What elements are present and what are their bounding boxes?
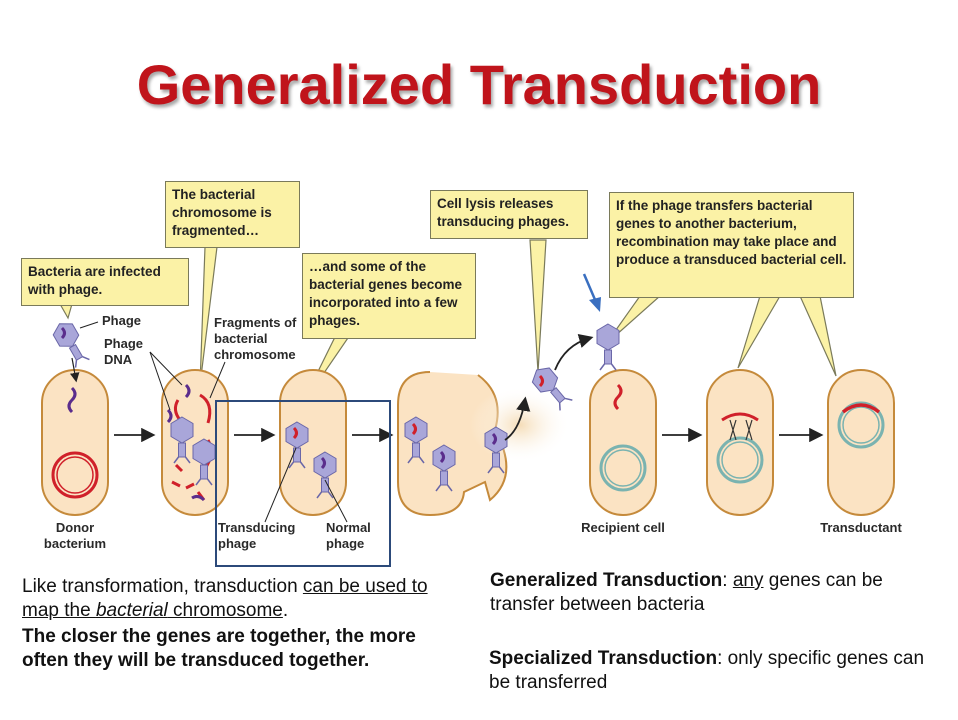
lysing-cell [397, 371, 570, 517]
generalized-rest: genes can be transfer between bacteria [490, 570, 883, 615]
specialized-rest: : only specific genes can be transferred [489, 648, 925, 693]
recipient-cell [589, 323, 657, 516]
mapping-text-end: . [282, 600, 289, 621]
recombination-cell [706, 369, 774, 516]
phage-label: Phage [102, 313, 142, 328]
specialized-title: Specialized Transduction [489, 648, 718, 669]
mapping-text-underlined-2: chromosome [167, 600, 283, 621]
phage-dna-label: Phage DNA [104, 336, 144, 367]
page-title: Generalized Transduction [136, 53, 822, 116]
transducing-phage-label: Transducing phage [218, 520, 296, 551]
fragments-label: Fragments of bacterial chromosome [214, 315, 297, 362]
infected-cell [161, 369, 229, 516]
callout-infected: Bacteria are infected with phage. [21, 258, 189, 306]
callout-incorporated: …and some of the bacterial genes become … [302, 253, 476, 339]
process-arrows [114, 333, 824, 443]
infecting-phage [49, 317, 93, 383]
transductant-cell [827, 369, 895, 516]
callout-lysis: Cell lysis releases transducing phages. [430, 190, 588, 239]
generalized-definition: Generalized Transduction: any genes can … [490, 569, 930, 617]
mapping-text-italic: bacterial [95, 600, 168, 621]
callout-fragmented: The bacterial chromosome is fragmented… [165, 181, 300, 248]
mapping-text-underlined: can be used to map the [22, 576, 428, 621]
phage-assembly-cell [279, 369, 347, 516]
donor-cell [41, 369, 109, 516]
mapping-note: Like transformation, transduction can be… [22, 575, 462, 673]
normal-phage-label: Normal phage [326, 520, 371, 551]
generalized-any: any [732, 570, 764, 591]
blue-arrow [582, 273, 601, 312]
generalized-title: Generalized Transduction [490, 570, 723, 591]
specialized-definition: Specialized Transduction: only specific … [489, 647, 929, 695]
label-leaders [79, 321, 348, 523]
released-phage [527, 362, 576, 414]
generalized-colon: : [722, 570, 733, 591]
highlight-box [215, 400, 391, 567]
mapping-text-a: Like transformation, transduction [22, 576, 303, 597]
callout-transfer: If the phage transfers bacterial genes t… [609, 192, 854, 298]
donor-label: Donor bacterium [43, 520, 107, 551]
transductant-label: Transductant [820, 520, 902, 535]
recipient-label: Recipient cell [581, 520, 665, 535]
proximity-note: The closer the genes are together, the m… [22, 626, 416, 671]
